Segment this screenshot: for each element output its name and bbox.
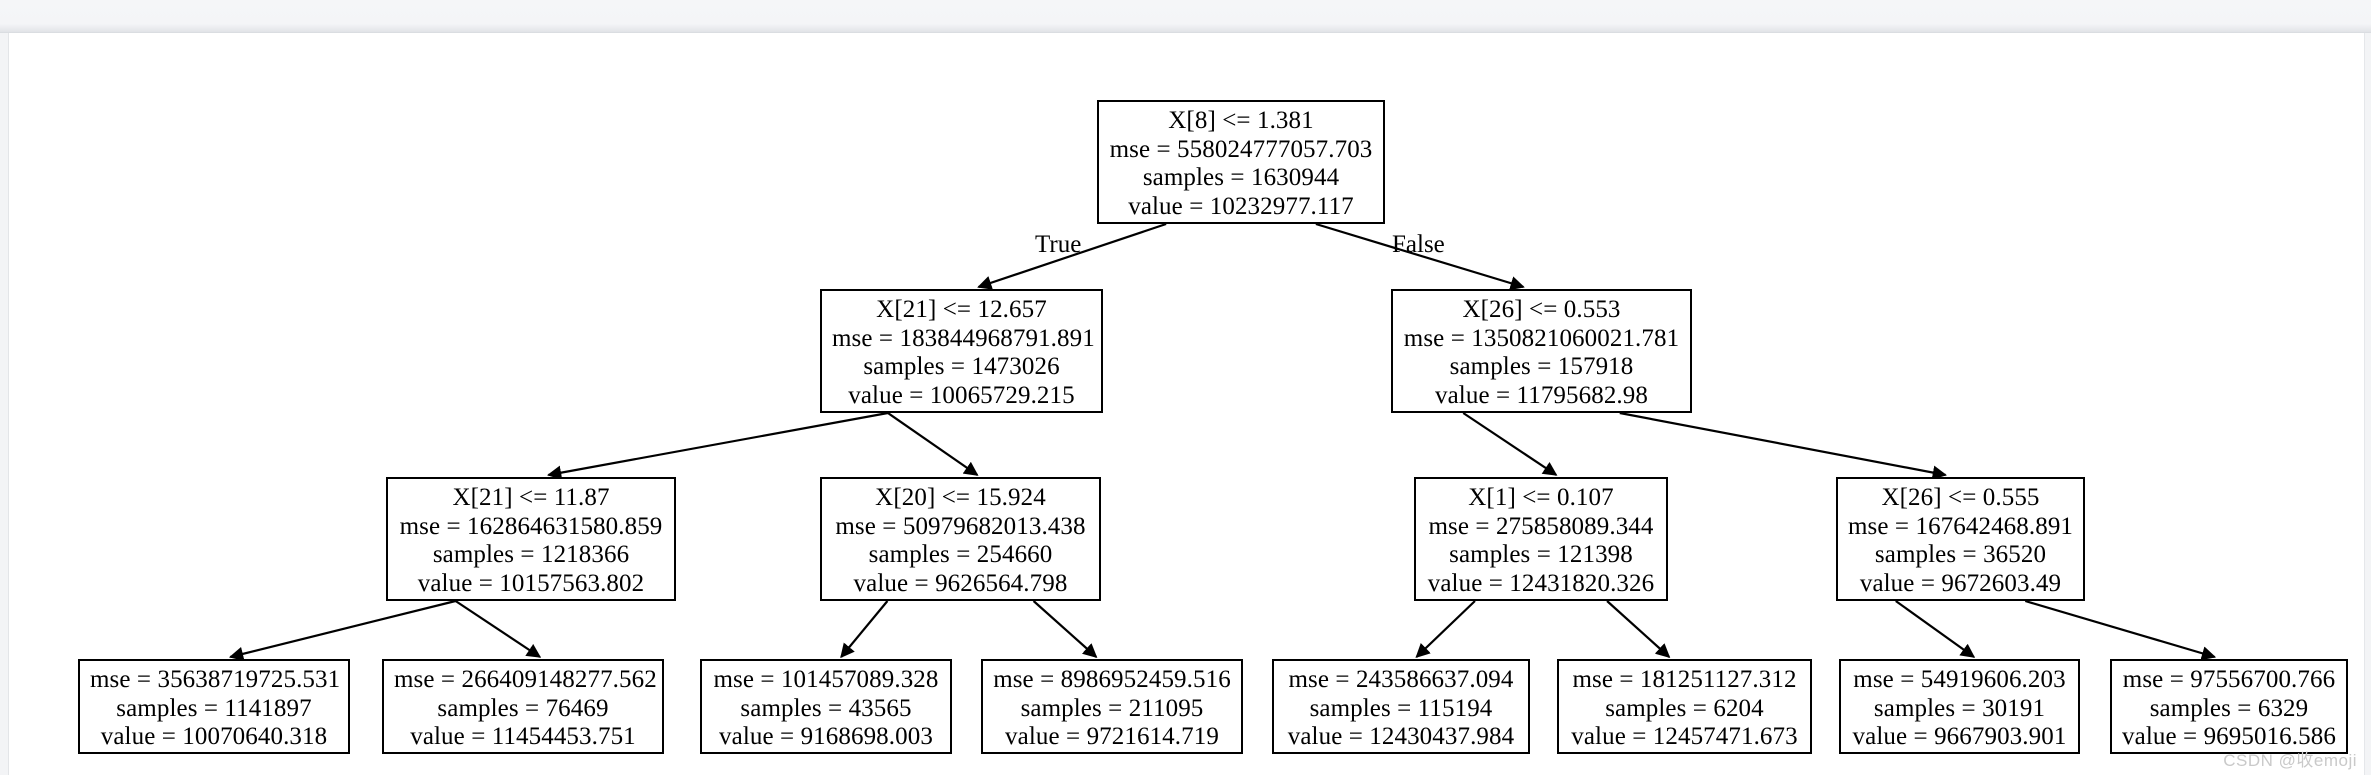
node-mse: mse = 97556700.766 [2122,666,2336,693]
tree-edge [1462,412,1558,476]
node-value: value = 11795682.98 [1435,381,1648,409]
node-condition: X[8] <= 1.381 [1168,107,1314,134]
node-value: value = 9626564.798 [853,569,1068,597]
node-value: value = 9672603.49 [1859,569,2062,597]
node-samples: samples = 1473026 [863,353,1060,380]
tree-edge-label-false: False [1392,231,1445,258]
tree-edge [2024,599,2217,661]
node-samples: samples = 254660 [868,541,1053,568]
watermark-text: CSDN @收emoji [2223,751,2357,770]
tree-edge [840,600,889,659]
tree-edge [887,412,979,476]
tree-edge [546,411,889,480]
node-samples: samples = 6204 [1605,694,1764,722]
node-samples: samples = 1141897 [116,694,312,722]
node-value: value = 11454453.751 [410,723,636,750]
node-condition: X[26] <= 0.555 [1881,484,2040,511]
node-condition: X[1] <= 0.107 [1468,484,1614,511]
node-mse: mse = 558024777057.703 [1109,135,1373,163]
node-samples: samples = 121398 [1449,541,1633,568]
node-value: value = 12431820.326 [1427,569,1655,597]
tree-edge [454,600,542,658]
tree-edge [1619,411,1947,480]
node-mse: mse = 50979682013.438 [835,512,1086,540]
node-value: value = 12430437.984 [1287,723,1515,750]
node-mse: mse = 181251127.312 [1572,666,1797,693]
node-samples: samples = 43565 [740,694,912,722]
tree-edge [1032,600,1098,658]
node-mse: mse = 167642468.891 [1848,512,2074,540]
node-condition: X[21] <= 12.657 [876,296,1047,323]
node-value: value = 9695016.586 [2122,723,2336,750]
node-value: value = 9721614.719 [1005,723,1219,750]
page-right-rail [2364,33,2371,775]
node-mse: mse = 183844968791.891 [832,324,1095,352]
node-mse: mse = 243586637.094 [1288,666,1514,693]
tree-edge [1606,600,1671,658]
node-mse: mse = 54919606.203 [1853,666,2066,693]
node-samples: samples = 1630944 [1142,164,1340,191]
node-samples: samples = 30191 [1873,694,2046,722]
node-mse: mse = 162864631580.859 [399,512,663,540]
node-samples: samples = 6329 [2149,694,2309,722]
node-value: value = 9667903.901 [1852,723,2067,750]
node-condition: X[20] <= 15.924 [875,484,1046,511]
node-condition: X[21] <= 11.87 [452,484,610,511]
node-mse: mse = 275858089.344 [1428,512,1654,540]
node-mse: mse = 101457089.328 [713,666,939,693]
node-samples: samples = 36520 [1874,541,2047,568]
tree-edge [228,599,456,661]
node-value: value = 9168698.003 [719,723,933,750]
node-value: value = 10065729.215 [848,381,1075,409]
node-samples: samples = 157918 [1449,353,1634,380]
node-condition: X[26] <= 0.553 [1462,296,1621,323]
page-top-band [0,0,2371,33]
node-mse: mse = 35638719725.531 [90,666,341,693]
tree-edge [1895,600,1976,658]
page-left-rail [0,33,9,775]
node-value: value = 10157563.802 [417,569,645,597]
node-samples: samples = 76469 [437,694,609,722]
node-samples: samples = 211095 [1020,694,1204,722]
node-mse: mse = 8986952459.516 [993,666,1231,693]
node-samples: samples = 1218366 [432,541,630,568]
node-value: value = 12457471.673 [1571,723,1798,750]
node-mse: mse = 1350821060021.781 [1403,324,1680,352]
tree-edge [1415,600,1476,658]
node-value: value = 10070640.318 [100,723,328,750]
node-mse: mse = 266409148277.562 [394,666,657,693]
node-value: value = 10232977.117 [1128,192,1354,220]
tree-edge-label-true: True [1035,231,1082,258]
node-samples: samples = 115194 [1309,694,1493,722]
